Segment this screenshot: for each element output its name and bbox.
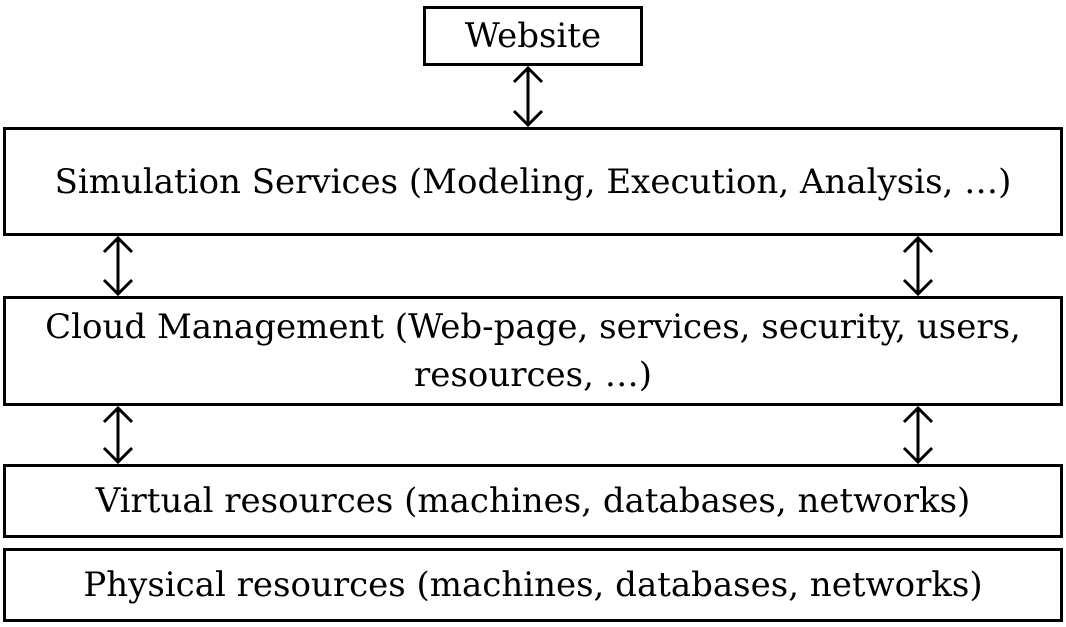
physical-resources-label: Physical resources (machines, databases,…: [83, 565, 983, 605]
simulation-services-label: Simulation Services (Modeling, Execution…: [54, 161, 1012, 202]
simulation-services-node: Simulation Services (Modeling, Execution…: [3, 127, 1063, 236]
website-label: Website: [464, 16, 602, 56]
physical-resources-node: Physical resources (machines, databases,…: [3, 548, 1063, 622]
arrow-cloud-virtual-left: [102, 405, 134, 465]
website-node: Website: [423, 6, 643, 66]
cloud-management-label: Cloud Management (Web-page, services, se…: [45, 307, 1021, 395]
virtual-resources-node: Virtual resources (machines, databases, …: [3, 464, 1063, 538]
virtual-resources-label: Virtual resources (machines, databases, …: [95, 481, 971, 521]
cloud-management-node: Cloud Management (Web-page, services, se…: [3, 296, 1063, 406]
arrow-simulation-cloud-right: [902, 235, 934, 297]
arrow-cloud-virtual-right: [902, 405, 934, 465]
arrow-simulation-cloud-left: [102, 235, 134, 297]
arrow-website-simulation: [512, 65, 544, 128]
